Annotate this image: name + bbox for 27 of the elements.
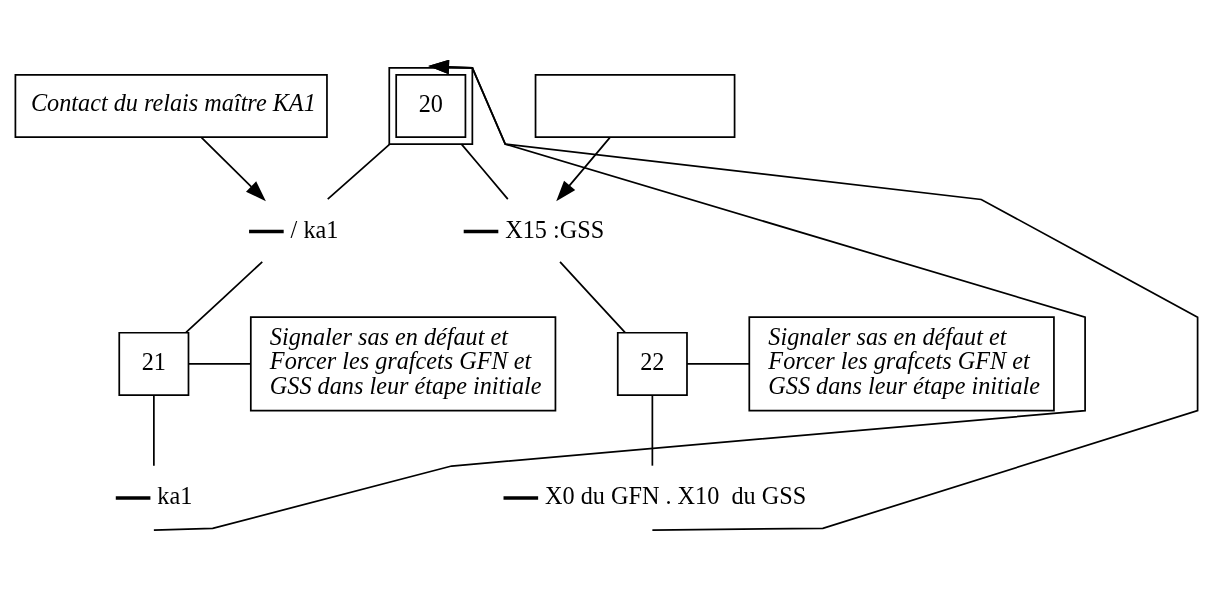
- node-box: 20: [388, 66, 474, 145]
- node-label: X0 du GFN . X10 du GSS: [545, 481, 807, 509]
- node-box: Signaler sas en défaut et Forcer les grafcets GFN et GSS dans leur étape initiale: [249, 315, 557, 411]
- node-box: 21: [118, 331, 190, 396]
- node-box: 22: [616, 331, 688, 396]
- node-box: Contact du relais maître KA1: [14, 73, 328, 138]
- connector: [460, 142, 509, 200]
- arrow: [428, 59, 1199, 531]
- node-box: [534, 73, 736, 138]
- arrow: [556, 136, 611, 201]
- connector: [153, 393, 155, 467]
- node-box: [463, 229, 499, 233]
- node-box: [249, 229, 284, 233]
- node-label: / ka1: [290, 215, 339, 243]
- connector: [559, 260, 626, 333]
- connector: [187, 362, 252, 365]
- arrow: [153, 59, 1086, 531]
- node-box: [503, 495, 539, 500]
- connector: [185, 260, 264, 333]
- connector: [326, 142, 391, 200]
- connector: [651, 393, 654, 467]
- node-box: [115, 495, 151, 500]
- node-label: X15 :GSS: [505, 215, 605, 243]
- arrow: [200, 136, 266, 201]
- node-label: ka1: [157, 481, 193, 509]
- node-box: Signaler sas en défaut et Forcer les grafcets GFN et GSS dans leur étape initiale: [748, 315, 1055, 411]
- connector: [686, 362, 751, 365]
